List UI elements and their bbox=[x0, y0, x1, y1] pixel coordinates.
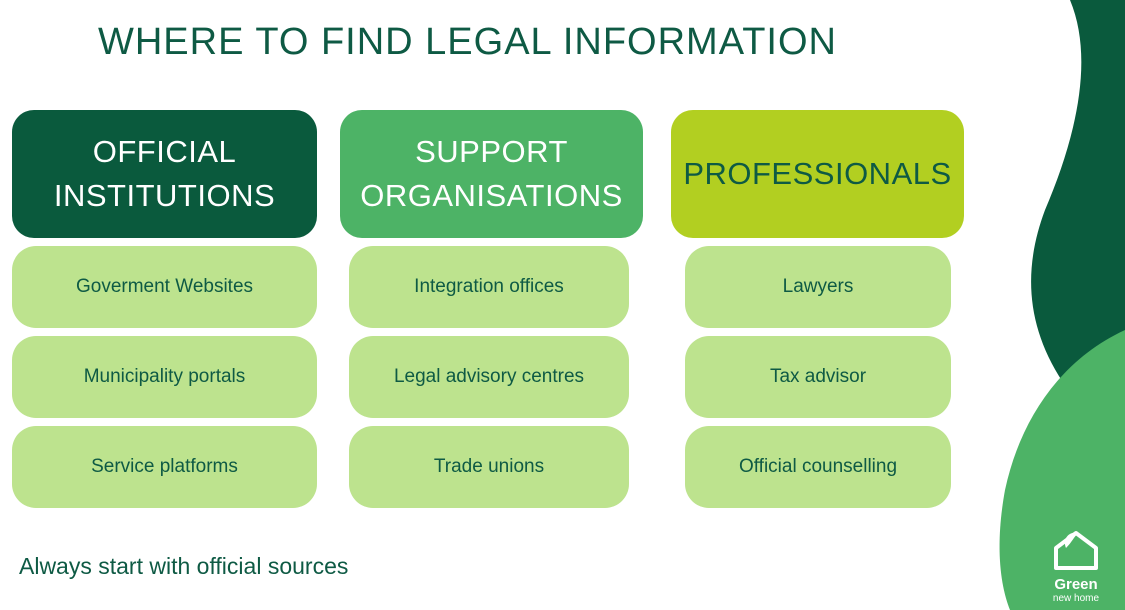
mid-green-wave bbox=[999, 330, 1125, 610]
item-municipality-portals: Municipality portals bbox=[12, 336, 317, 418]
green-new-home-logo: Green new home bbox=[1040, 528, 1112, 604]
item-official-counselling: Official counselling bbox=[685, 426, 951, 508]
item-integration-offices: Integration offices bbox=[349, 246, 629, 328]
logo-tagline: new home bbox=[1052, 593, 1100, 604]
dark-green-wave bbox=[1031, 0, 1125, 450]
item-legal-advisory-centres: Legal advisory centres bbox=[349, 336, 629, 418]
page-title: WHERE TO FIND LEGAL INFORMATION bbox=[98, 21, 837, 63]
house-leaf-icon bbox=[1054, 531, 1098, 570]
column-header-official-institutions: OFFICIAL INSTITUTIONS bbox=[12, 110, 317, 238]
item-government-websites: Goverment Websites bbox=[12, 246, 317, 328]
column-header-professionals: PROFESSIONALS bbox=[671, 110, 964, 238]
item-service-platforms: Service platforms bbox=[12, 426, 317, 508]
item-tax-advisor: Tax advisor bbox=[685, 336, 951, 418]
footnote: Always start with official sources bbox=[19, 553, 349, 579]
item-trade-unions: Trade unions bbox=[349, 426, 629, 508]
column-header-support-organisations: SUPPORT ORGANISATIONS bbox=[340, 110, 643, 238]
logo-word: Green bbox=[1054, 576, 1098, 593]
item-lawyers: Lawyers bbox=[685, 246, 951, 328]
